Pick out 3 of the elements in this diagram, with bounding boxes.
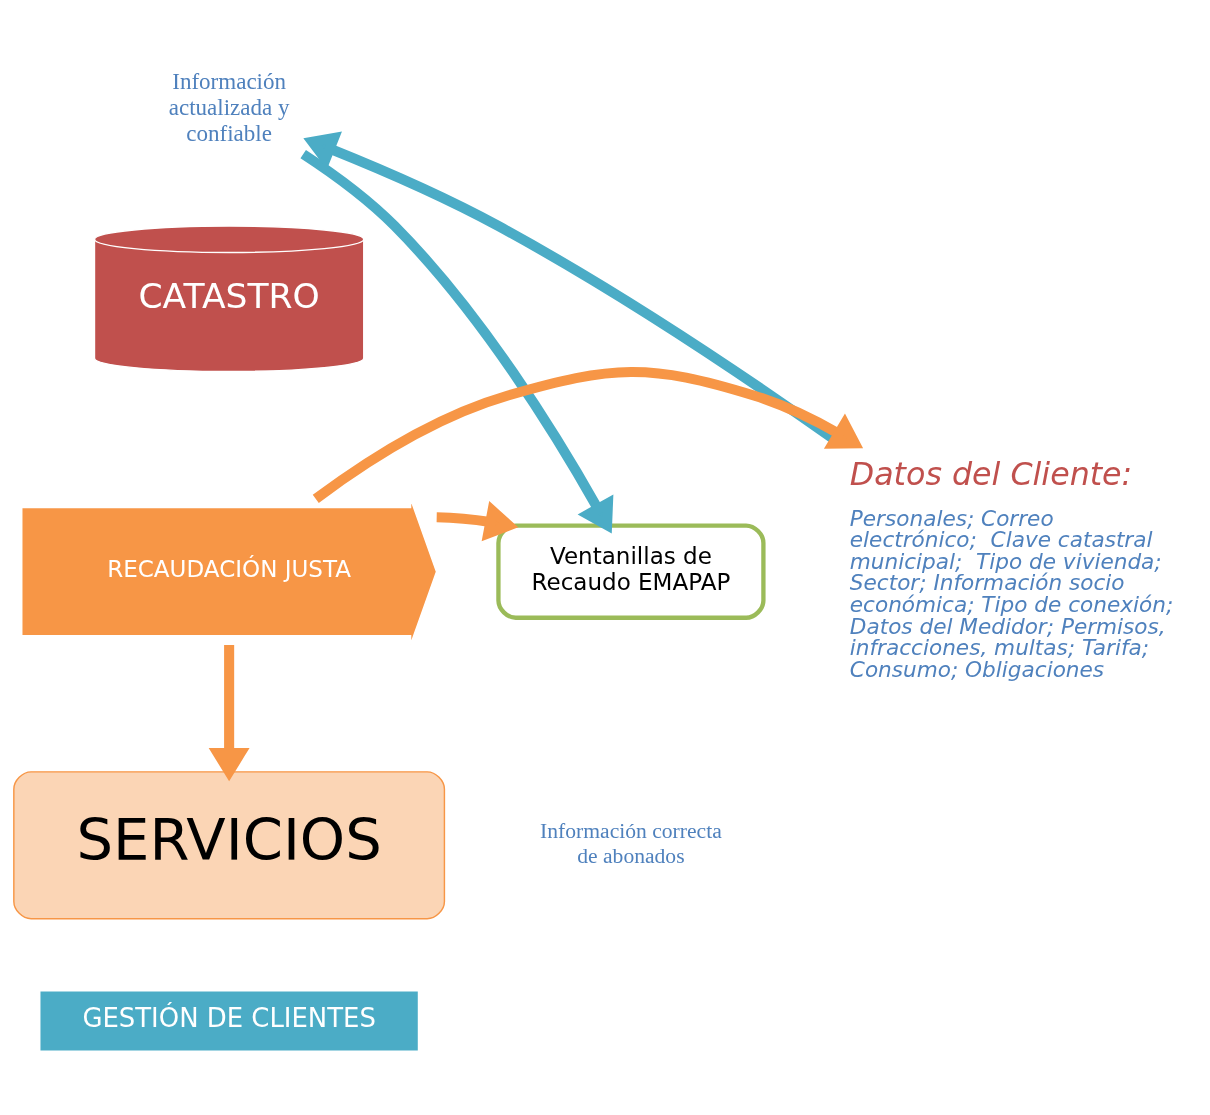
node-text: Datos del Cliente: Personales; Correo electrónico; Clave catastral municipal; Tipo de vivienda; Sector; Información socio económica; Tipo de conexión; Datos del Medidor; Permisos, infracciones, multas; Tarifa; Consumo; Obligaciones [849, 455, 1174, 682]
node-text: Información correcta de abonados [540, 818, 722, 868]
node-text: Información actualizada y confiable [168, 67, 290, 146]
